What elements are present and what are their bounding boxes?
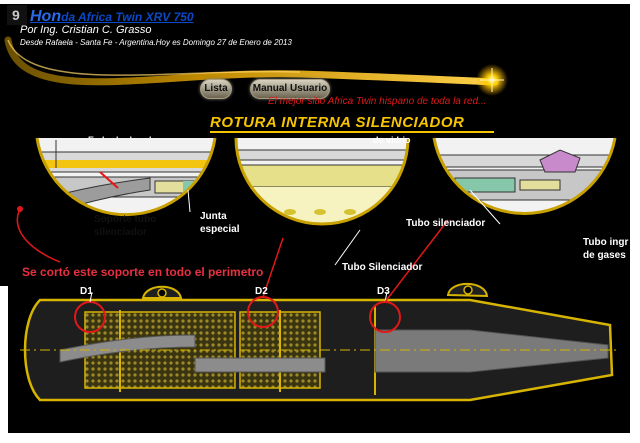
site-title-link[interactable]: Honda Africa Twin XRV 750	[30, 8, 194, 26]
detail-markers	[16, 206, 449, 333]
label-tubo-silenciador: Tubo silenciador	[406, 218, 486, 229]
left-border	[0, 286, 8, 436]
label-tubo-ingreso: Tubo ingr	[583, 237, 629, 248]
header-swoosh	[4, 36, 508, 96]
title-underline	[210, 131, 494, 133]
detail-circle-1	[35, 137, 217, 217]
muffler-body	[20, 282, 620, 402]
label-junta: Junta	[200, 211, 227, 222]
bottom-border	[0, 433, 640, 443]
logo-icon: 9	[7, 5, 27, 25]
label-especial: especial	[200, 224, 240, 235]
label-soporte-tubo: Soporte tubo	[94, 214, 157, 225]
right-border	[630, 0, 640, 443]
label-de-vidrio: de vidrio	[373, 135, 411, 145]
top-border	[0, 0, 640, 4]
site-title-big: Hon	[30, 8, 62, 25]
marker-d1: D1	[80, 286, 93, 297]
cut-support-note: Se cortó este soporte en todo el perimet…	[22, 265, 264, 279]
label-embudo-dorado: Embudo dorado	[88, 135, 157, 145]
label-tubo-silenciador-lower: Tubo Silenciador	[342, 262, 423, 273]
manual-usuario-button[interactable]: Manual Usuario	[250, 79, 330, 99]
label-leaders	[187, 189, 501, 266]
detail-circle-2	[234, 137, 410, 226]
marker-d2: D2	[255, 286, 268, 297]
marker-d3: D3	[377, 286, 390, 297]
author-line: Por Ing. Cristian C. Grasso	[20, 24, 152, 36]
lista-button[interactable]: Lista	[200, 79, 232, 99]
detail-circle-3	[432, 137, 617, 215]
tagline-text: El mejor sitio Africa Twin hispano de to…	[268, 96, 487, 107]
site-title-rest: da Africa Twin XRV 750	[61, 10, 194, 24]
label-de-gases: de gases	[583, 250, 626, 261]
page-title: ROTURA INTERNA SILENCIADOR	[210, 114, 465, 131]
location-date-line: Desde Rafaela - Santa Fe - Argentina.Hoy…	[20, 38, 292, 47]
label-silenciador: silenciador	[94, 227, 147, 238]
logo-letter: 9	[12, 7, 20, 23]
